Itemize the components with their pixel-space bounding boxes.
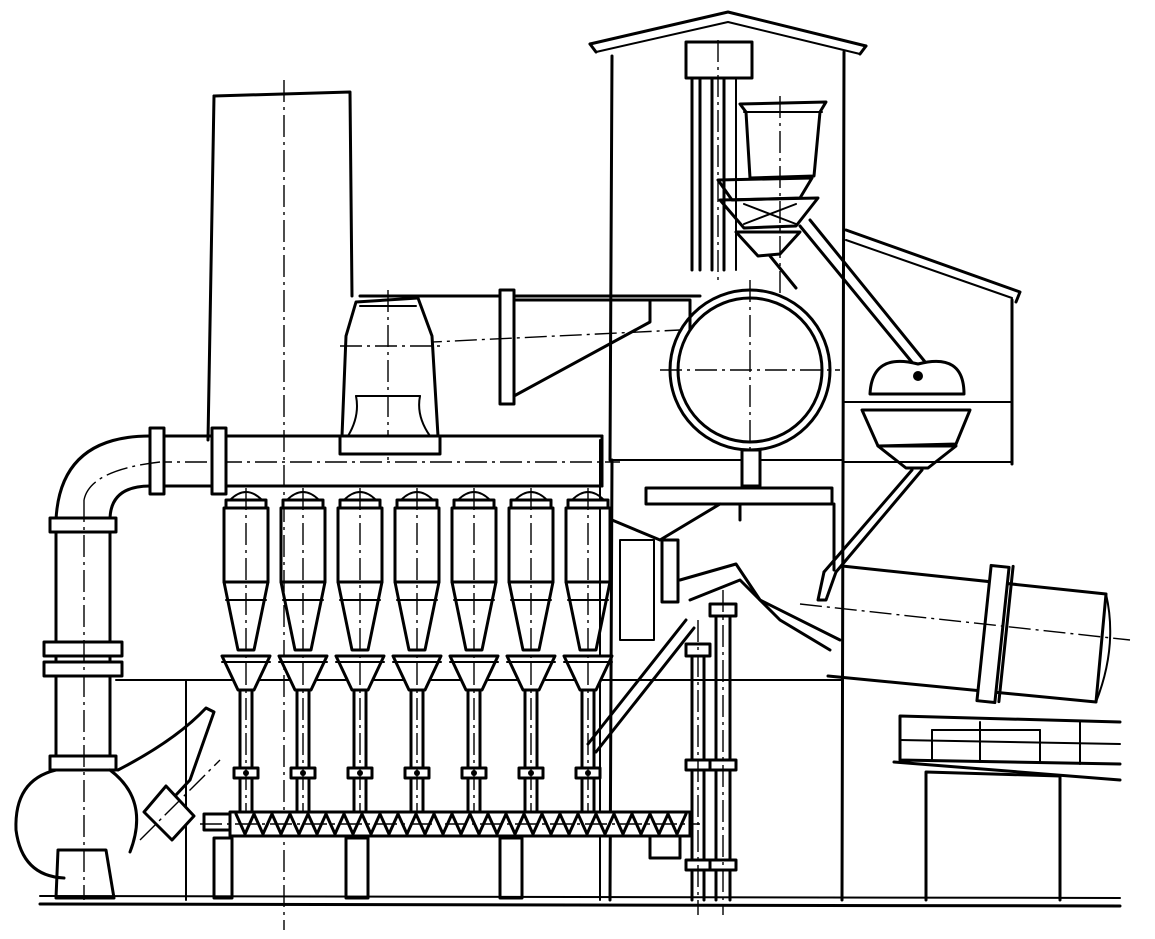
cyclone-battery [220,488,614,830]
bowl-separator [816,359,990,602]
exhaust-fan [14,706,221,900]
cooler-platform [892,714,1122,902]
cyclone-unit [277,488,329,830]
header-pipe [150,434,620,488]
main-duct [338,288,702,460]
cyclone-unit [562,488,614,830]
cyclone-unit [334,488,386,830]
transfer-chute [610,486,842,652]
cyclone-unit [448,488,500,830]
cyclone-unit [220,488,272,830]
column-pipes [586,590,738,915]
rotary-drum [799,563,1131,705]
cyclone-unit [391,488,443,830]
bucket-elevator [684,40,754,280]
riser-pipe [42,426,228,900]
feed-hopper-upper [716,96,932,374]
support-piers [212,836,524,900]
ground-line [38,895,1122,908]
screw-conveyor [200,810,700,860]
cyclone-unit [505,488,557,830]
circular-separator [660,280,840,488]
